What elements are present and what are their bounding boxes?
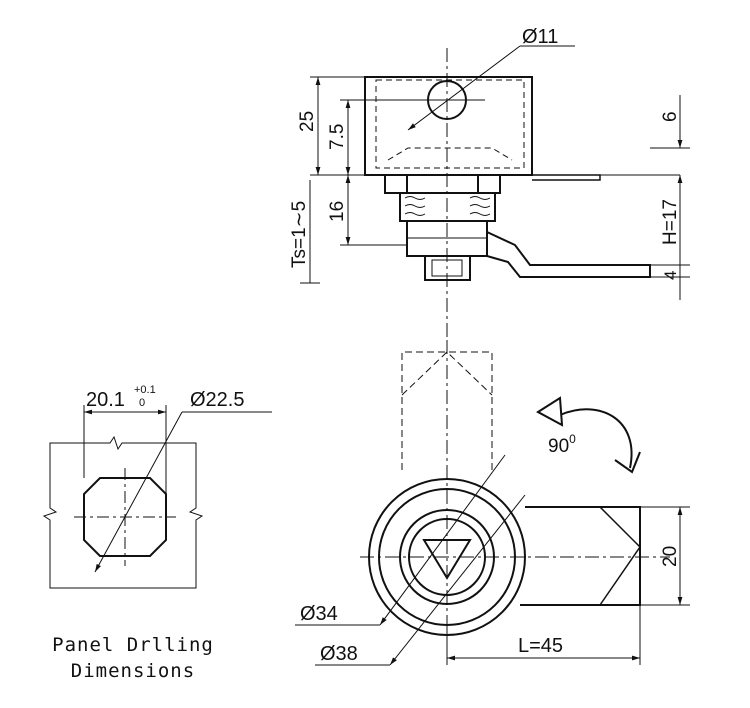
label-ts: Ts=1∼5: [289, 201, 310, 268]
thread-marks: [404, 196, 491, 216]
panel-outline: [42, 435, 204, 589]
triangle-key: [422, 539, 472, 580]
panel-cutout: [83, 477, 167, 557]
bottom-nut-inner: [431, 259, 463, 277]
cam-hidden-outline: [375, 79, 525, 169]
d38-leader: [389, 494, 526, 666]
cam-rotated-dashed: [401, 351, 493, 470]
label-d11: Ø11: [522, 26, 558, 48]
label-7-5: 7.5: [327, 124, 348, 150]
cam-arm-tip: [599, 506, 641, 606]
label-20: 20: [660, 546, 681, 567]
cam-housing: [364, 76, 533, 176]
cam-arm: [486, 231, 651, 278]
label-20-1: 20.1: [86, 389, 125, 411]
side-view-labels: Ø11 25 7.5 16 Ts=1∼5 6 H=17 4: [289, 26, 681, 280]
label-d38: Ø38: [320, 643, 358, 665]
rotation-arrow-tail: [536, 396, 564, 427]
inner-circle-inner: [408, 518, 486, 596]
caption-line-2: Dimensions: [70, 660, 196, 682]
label-25: 25: [297, 111, 318, 132]
panel-labels: 20.1 +0.1 0 Ø22.5: [86, 384, 244, 411]
label-l45: L=45: [518, 635, 563, 657]
label-tol-lower: 0: [139, 397, 145, 409]
cam-hidden-taper: [387, 147, 513, 161]
cam-rotated-tip: [401, 351, 493, 396]
panel-plate: [532, 174, 601, 181]
panel-caption: Panel Drlling Dimensions: [28, 632, 238, 684]
bottom-nut: [424, 255, 471, 281]
rotation-degree: 0: [569, 432, 576, 446]
cam-arm-horizontal: [520, 506, 641, 606]
panel-view: [42, 405, 272, 589]
label-d22-5: Ø22.5: [190, 389, 244, 411]
front-view-labels: 900 Ø34 Ø38 L=45 20: [300, 432, 681, 665]
nut-right: [477, 174, 501, 194]
rotation-value: 90: [548, 436, 569, 457]
label-d34: Ø34: [300, 603, 338, 625]
label-h17: H=17: [660, 199, 681, 245]
caption-line-1: Panel Drlling: [52, 634, 214, 656]
label-rotation: 900: [548, 432, 576, 457]
d11-leader: [407, 45, 521, 131]
nut-left: [384, 174, 408, 194]
rotation-arrow-curve: [559, 408, 633, 469]
rotation-arrow-head: [614, 451, 641, 474]
d34-leader: [379, 454, 506, 626]
d22-5-leader: [94, 411, 183, 573]
label-4: 4: [661, 271, 680, 280]
front-view: [295, 340, 690, 666]
inner-circle-outer: [399, 509, 495, 605]
label-6: 6: [660, 111, 681, 122]
label-16: 16: [327, 201, 348, 222]
side-view: [300, 45, 690, 340]
label-tol-upper: +0.1: [134, 384, 156, 396]
